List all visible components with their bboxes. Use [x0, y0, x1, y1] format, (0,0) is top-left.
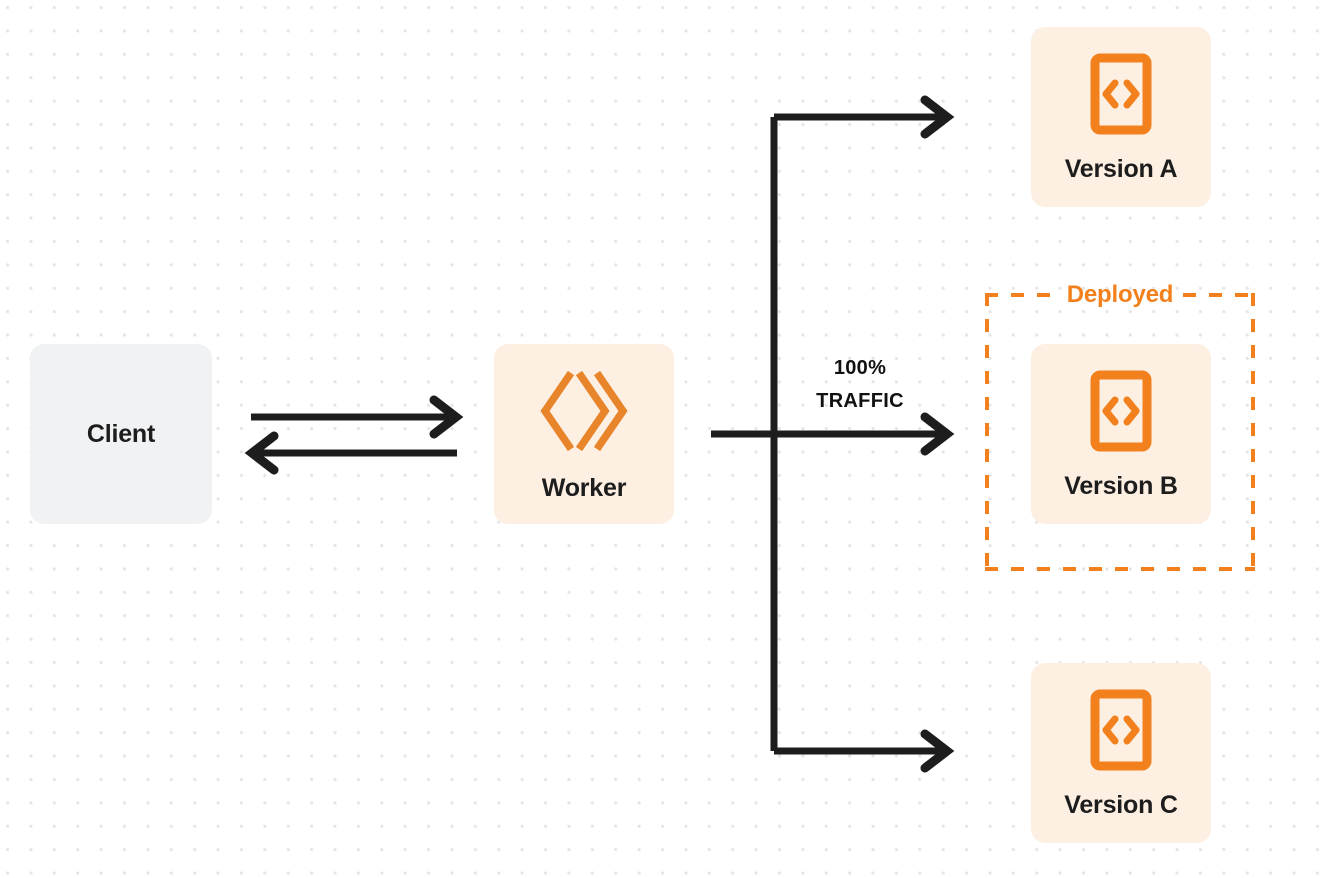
arrow-worker-to-version-b — [711, 412, 955, 456]
worker-label: Worker — [541, 473, 627, 502]
client-label: Client — [86, 419, 156, 448]
code-document-icon — [1090, 689, 1152, 771]
code-document-icon — [1090, 370, 1152, 452]
version-b-label: Version B — [1064, 471, 1178, 500]
version-a-label: Version A — [1064, 154, 1178, 183]
node-version-c[interactable]: Version C — [1031, 663, 1211, 843]
deployed-border-bottom — [985, 567, 1255, 571]
node-client[interactable]: Client — [30, 344, 212, 524]
traffic-annotation: 100% TRAFFIC — [786, 352, 934, 418]
arrow-worker-to-version-c — [774, 729, 955, 773]
arrow-client-to-worker — [251, 395, 464, 439]
deployed-border-right — [1251, 293, 1255, 571]
node-version-a[interactable]: Version A — [1031, 27, 1211, 207]
traffic-percent-text: 100% — [833, 357, 887, 379]
cloudflare-workers-logo-icon — [538, 368, 630, 454]
deployed-border-top-left — [985, 293, 1057, 297]
deployed-border-left — [985, 293, 989, 571]
deployed-badge-label: Deployed — [1066, 281, 1174, 308]
version-c-label: Version C — [1064, 790, 1178, 819]
deployed-group: Deployed — [985, 283, 1255, 571]
deployed-border-top-right — [1183, 293, 1255, 297]
arrow-worker-to-version-a — [774, 95, 955, 139]
node-version-b[interactable]: Version B — [1031, 344, 1211, 524]
arrow-worker-to-client — [244, 431, 457, 475]
code-document-icon — [1090, 53, 1152, 135]
node-worker[interactable]: Worker — [494, 344, 674, 524]
traffic-word-text: TRAFFIC — [816, 390, 904, 412]
